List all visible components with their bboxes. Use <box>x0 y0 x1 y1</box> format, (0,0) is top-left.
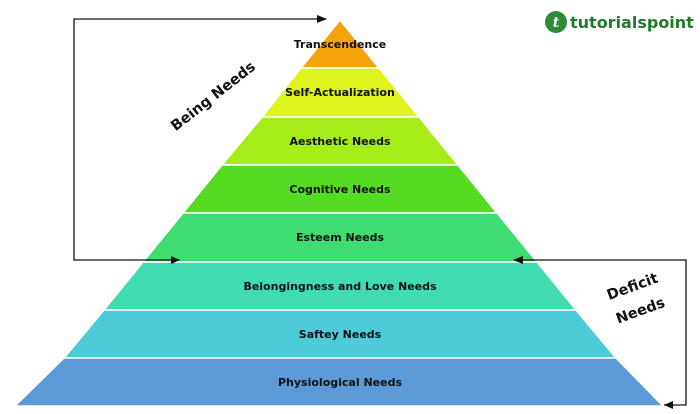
logo-brand-part1: tutorials <box>570 13 647 32</box>
level-label-cognitive-needs: Cognitive Needs <box>289 183 391 196</box>
being-needs-bracket-arrow <box>73 15 327 261</box>
pyramid-level-physiological-needs <box>13 357 665 407</box>
tutorialspoint-logo-glyph: t <box>553 15 560 31</box>
being-needs-bottom-arrowhead <box>171 256 180 264</box>
pyramid-labels: Transcendence Self-Actualization Aesthet… <box>243 38 437 389</box>
pyramid <box>13 18 665 407</box>
tutorialspoint-logo-icon <box>545 11 567 33</box>
being-needs-label: Being Needs <box>168 59 259 135</box>
tutorialspoint-logo-text: tutorialspoint <box>570 13 694 32</box>
deficit-needs-label-line2: Needs <box>614 295 667 327</box>
level-label-aesthetic-needs: Aesthetic Needs <box>290 135 391 148</box>
level-label-belongingness-and-love-needs: Belongingness and Love Needs <box>243 280 437 293</box>
level-label-esteem-needs: Esteem Needs <box>296 231 385 244</box>
level-label-saftey-needs: Saftey Needs <box>299 328 382 341</box>
logo-brand-part2: point <box>647 13 694 32</box>
level-label-physiological-needs: Physiological Needs <box>278 376 402 389</box>
level-label-self-actualization: Self-Actualization <box>285 86 395 99</box>
tutorialspoint-logo: t tutorialspoint <box>545 11 694 33</box>
level-label-transcendence: Transcendence <box>294 38 386 51</box>
deficit-needs-bracket-arrow <box>513 256 687 406</box>
deficit-needs-bottom-arrowhead <box>664 401 673 409</box>
